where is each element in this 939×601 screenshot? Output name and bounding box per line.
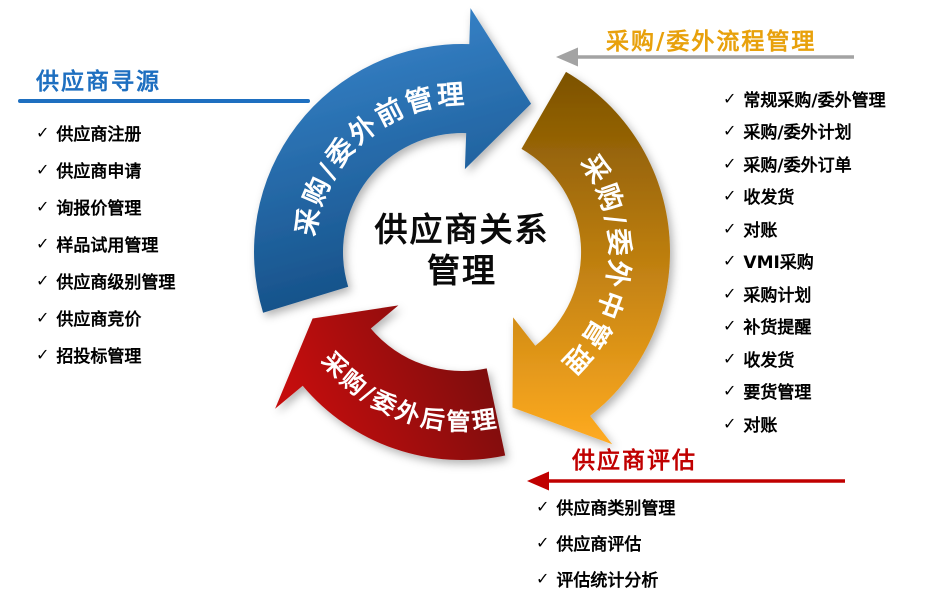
process-title: 采购/委外流程管理 xyxy=(606,29,817,55)
item-label: 对账 xyxy=(743,415,778,436)
check-icon: ✓ xyxy=(723,251,737,271)
list-item: ✓ 采购/委外计划 xyxy=(723,115,886,148)
sourcing-list: ✓供应商注册✓供应商申请✓询报价管理✓样品试用管理✓供应商级别管理✓供应商竞价✓… xyxy=(36,114,175,373)
evaluation-list: ✓ 供应商类别管理 ✓ 供应商评估 ✓ 评估统计分析 xyxy=(536,488,675,596)
item-label: 常规采购/委外管理 xyxy=(743,90,886,111)
list-item: ✓ VMI采购 xyxy=(723,245,886,278)
process-flow-arrowhead-icon xyxy=(556,47,578,67)
list-item: ✓ 要货管理 xyxy=(723,375,886,408)
check-icon: ✓ xyxy=(36,308,50,327)
center-title-line2: 管理 xyxy=(427,251,497,290)
check-icon: ✓ xyxy=(723,283,737,303)
check-icon: ✓ xyxy=(36,234,50,253)
evaluation-flow-arrow xyxy=(527,471,845,491)
check-icon: ✓ xyxy=(723,316,737,336)
list-item: ✓ 对账 xyxy=(723,212,886,245)
list-item: ✓ 常规采购/委外管理 xyxy=(723,82,886,115)
item-label: 招投标管理 xyxy=(56,347,142,367)
list-item: ✓ 样品试用管理 xyxy=(36,225,175,262)
check-icon: ✓ xyxy=(36,345,50,364)
list-item: ✓ 采购/委外订单 xyxy=(723,147,886,180)
item-label: 收发货 xyxy=(743,350,795,371)
list-item: ✓ 招投标管理 xyxy=(36,336,175,373)
item-label: 供应商类别管理 xyxy=(556,498,676,519)
check-icon: ✓ xyxy=(536,568,550,588)
item-label: 评估统计分析 xyxy=(556,570,659,591)
list-item: ✓ 供应商竞价 xyxy=(36,299,175,336)
item-label: 供应商竞价 xyxy=(56,310,142,330)
item-label: 供应商申请 xyxy=(56,162,142,182)
item-label: 供应商级别管理 xyxy=(56,273,176,293)
item-label: 采购计划 xyxy=(743,285,812,306)
check-icon: ✓ xyxy=(36,271,50,290)
check-icon: ✓ xyxy=(723,186,737,206)
item-label: 询报价管理 xyxy=(56,199,142,219)
list-item: ✓ 供应商类别管理 xyxy=(536,488,675,524)
evaluation-flow-arrowhead-icon xyxy=(527,471,549,491)
item-label: 供应商评估 xyxy=(556,534,642,555)
list-item: ✓ 供应商注册 xyxy=(36,114,175,151)
list-item: ✓ 供应商级别管理 xyxy=(36,262,175,299)
in-procurement-arrow xyxy=(512,71,670,445)
item-label: 要货管理 xyxy=(743,383,812,404)
check-icon: ✓ xyxy=(36,160,50,179)
check-icon: ✓ xyxy=(723,218,737,238)
item-label: 样品试用管理 xyxy=(56,236,159,256)
evaluation-title: 供应商评估 xyxy=(572,448,697,474)
item-label: VMI采购 xyxy=(743,253,814,274)
item-label: 对账 xyxy=(743,220,778,241)
sourcing-title: 供应商寻源 xyxy=(36,69,161,95)
check-icon: ✓ xyxy=(723,381,737,401)
item-label: 收发货 xyxy=(743,188,795,209)
check-icon: ✓ xyxy=(723,88,737,108)
post-procurement-arrow xyxy=(275,305,506,461)
process-list: ✓常规采购/委外管理✓采购/委外计划✓采购/委外订单✓收发货✓对账✓VMI采购✓… xyxy=(723,82,886,440)
sourcing-title-underline xyxy=(18,99,310,103)
item-label: 采购/委外计划 xyxy=(743,123,852,144)
list-item: ✓ 补货提醒 xyxy=(723,310,886,343)
check-icon: ✓ xyxy=(36,123,50,142)
item-label: 补货提醒 xyxy=(743,318,812,339)
list-item: ✓ 对账 xyxy=(723,407,886,440)
list-item: ✓ 询报价管理 xyxy=(36,188,175,225)
list-item: ✓ 供应商申请 xyxy=(36,151,175,188)
list-item: ✓ 采购计划 xyxy=(723,277,886,310)
item-label: 供应商注册 xyxy=(56,125,142,145)
check-icon: ✓ xyxy=(723,413,737,433)
check-icon: ✓ xyxy=(536,532,550,552)
center-title-line1: 供应商关系 xyxy=(374,210,550,249)
pre-procurement-arrow xyxy=(254,8,532,313)
item-label: 采购/委外订单 xyxy=(743,155,852,176)
list-item: ✓ 收发货 xyxy=(723,180,886,213)
check-icon: ✓ xyxy=(723,348,737,368)
check-icon: ✓ xyxy=(723,153,737,173)
list-item: ✓ 收发货 xyxy=(723,342,886,375)
list-item: ✓ 供应商评估 xyxy=(536,524,675,560)
check-icon: ✓ xyxy=(723,121,737,141)
process-flow-arrow xyxy=(556,47,854,67)
check-icon: ✓ xyxy=(536,496,550,516)
center-title: 供应商关系 管理 xyxy=(312,209,612,291)
check-icon: ✓ xyxy=(36,197,50,216)
list-item: ✓ 评估统计分析 xyxy=(536,560,675,596)
